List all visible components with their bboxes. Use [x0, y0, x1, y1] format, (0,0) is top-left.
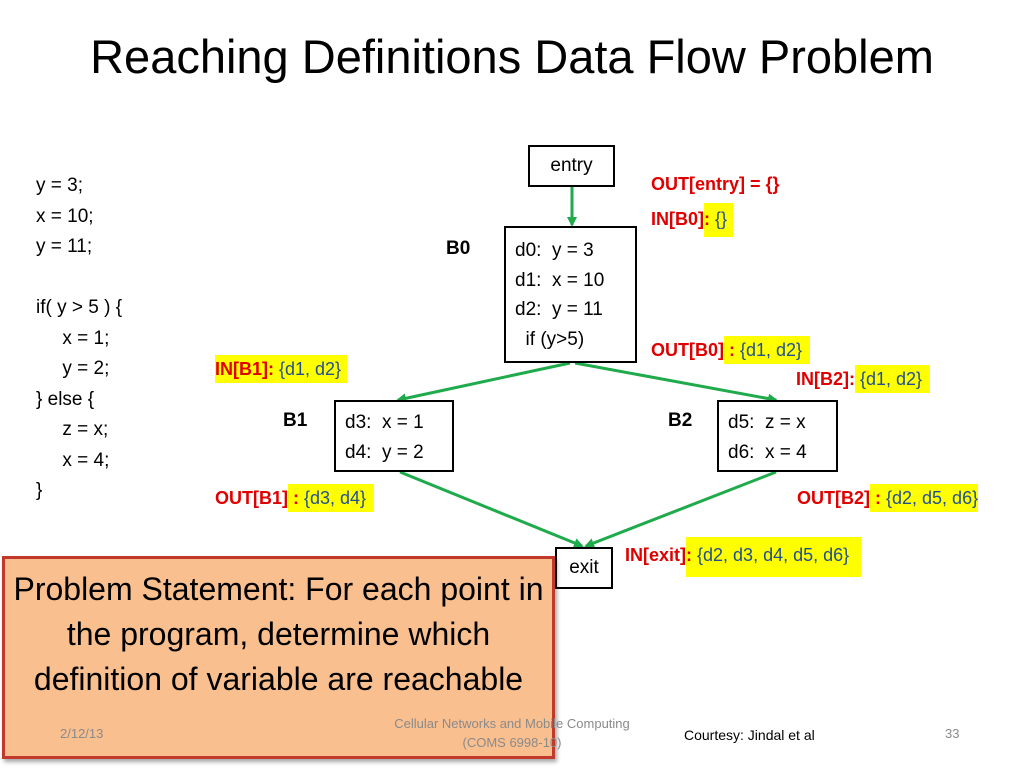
- b1-label: B1: [283, 410, 308, 431]
- block-b2: d5: z = x d6: x = 4: [717, 400, 838, 472]
- code-line: x = 10;: [36, 205, 94, 227]
- out-b2-annotation: OUT[B2] : {d2, d5, d6}: [797, 484, 979, 512]
- block-statement: d4: y = 2: [345, 441, 424, 463]
- out-b0-annotation: OUT[B0] : {d1, d2}: [651, 336, 811, 364]
- edge-b0-b1: [396, 361, 571, 404]
- block-statement: d5: z = x: [728, 412, 806, 433]
- footer-course-line2: (COMS 6998-10): [462, 735, 562, 750]
- footer-courtesy: Courtesy: Jindal et al: [684, 727, 815, 743]
- block-b1: d3: x = 1 d4: y = 2: [334, 400, 454, 472]
- code-line: y = 3;: [36, 175, 83, 196]
- out-b1-annotation: OUT[B1] : {d3, d4}: [215, 484, 375, 512]
- code-line: }: [36, 480, 43, 501]
- block-statement: if (y>5): [515, 328, 585, 350]
- footer-date: 2/12/13: [60, 726, 104, 741]
- entry-node: entry: [528, 145, 615, 187]
- in-b1-annotation: IN[B1]: {d1, d2}: [215, 355, 348, 383]
- exit-node: exit: [555, 547, 613, 589]
- out-entry-annotation: OUT[entry] = {}: [651, 174, 780, 194]
- block-statement: d6: x = 4: [728, 441, 807, 463]
- source-code: y = 3; x = 10; y = 11; if( y > 5 ) { x = 1…: [36, 171, 122, 507]
- code-line: y = 2;: [36, 358, 110, 379]
- footer-course: Cellular Networks and Mobile Computing (…: [357, 714, 667, 752]
- slide-title: Reaching Definitions Data Flow Problem: [90, 30, 934, 83]
- code-line: x = 4;: [36, 449, 110, 471]
- b0-label: B0: [446, 238, 471, 259]
- page-number: 33: [945, 726, 960, 741]
- edge-b2-exit: [584, 470, 777, 548]
- block-statement: d3: x = 1: [345, 412, 424, 433]
- b2-label: B2: [668, 410, 693, 431]
- block-statement: d0: y = 3: [515, 240, 594, 261]
- code-line: x = 1;: [36, 327, 110, 349]
- edge-b0-b2: [574, 361, 778, 404]
- block-statement: d2: y = 11: [515, 299, 603, 320]
- block-statement: d1: x = 10: [515, 269, 605, 291]
- footer-course-line1: Cellular Networks and Mobile Computing: [394, 716, 630, 731]
- problem-statement-box: Problem Statement: For each point in the…: [2, 556, 555, 759]
- in-b0-annotation: IN[B0] : {}: [651, 203, 734, 237]
- block-b0: d0: y = 3 d1: x = 10 d2: y = 11 if (y>5): [504, 226, 637, 363]
- code-line: y = 11;: [36, 236, 93, 257]
- in-exit-annotation: IN[exit] : {d2, d3, d4, d5, d6}: [625, 537, 862, 577]
- code-line: if( y > 5 ) {: [36, 297, 123, 318]
- in-b2-annotation: IN[B2]: {d1, d2}: [796, 365, 931, 393]
- edge-b1-exit: [399, 470, 584, 548]
- code-line: } else {: [36, 388, 95, 410]
- code-line: z = x;: [36, 419, 109, 440]
